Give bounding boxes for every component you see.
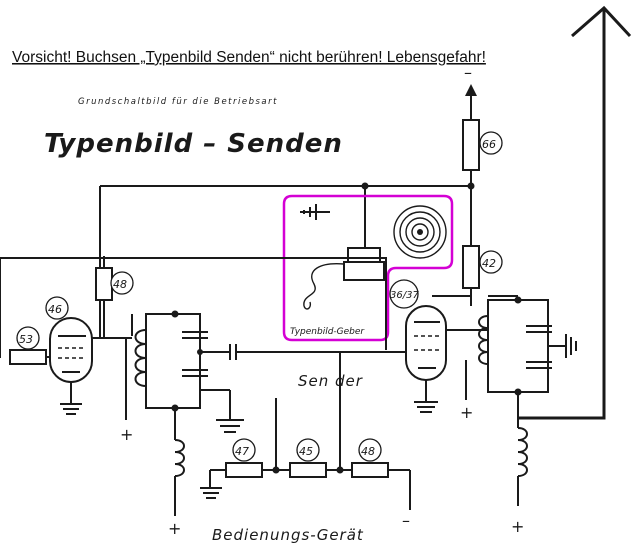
resistor-48-bottom: 48: [351, 438, 389, 478]
svg-text:45: 45: [299, 445, 313, 458]
svg-text:48: 48: [361, 445, 375, 458]
plus-terminal-right-coil: +: [511, 517, 524, 536]
svg-text:66: 66: [482, 138, 496, 151]
left-loop: [0, 257, 387, 358]
minus-terminal-bottom: –: [402, 511, 410, 530]
bedienungs-geraet-label: Bedienungs-Gerät: [212, 526, 364, 544]
resistor-45: 45: [289, 438, 327, 478]
plus-terminal-right-tube: +: [460, 403, 473, 422]
tube-46: 46: [45, 296, 93, 415]
sender-label: Sen der: [298, 372, 363, 390]
left-tank: [92, 310, 408, 516]
plus-terminal-left-tube: +: [120, 425, 133, 444]
top-bus: [99, 84, 477, 338]
resistor-66: 66: [462, 119, 503, 171]
svg-text:46: 46: [48, 303, 62, 316]
typenbild-geber-box: Typenbild-Geber: [282, 194, 454, 342]
warning-text: Vorsicht! Buchsen „Typenbild Senden“ nic…: [12, 49, 486, 66]
diagram-subtitle: Grundschaltbild für die Betriebsart: [78, 97, 278, 107]
svg-text:53: 53: [19, 333, 33, 346]
output-arrow: [518, 5, 632, 420]
right-tank: [478, 295, 577, 506]
resistor-47: 47: [225, 438, 263, 478]
typenbild-geber-label: Typenbild-Geber: [290, 327, 365, 337]
svg-text:42: 42: [482, 257, 496, 270]
svg-text:48: 48: [113, 278, 127, 291]
resistor-48-top: 48: [95, 256, 134, 312]
resistor-42: 42: [432, 245, 503, 306]
minus-terminal-top: –: [464, 63, 472, 82]
svg-text:36/37: 36/37: [390, 290, 419, 301]
tube-36-37: 36/37: [389, 279, 447, 413]
plus-terminal-left-coil: +: [168, 519, 181, 538]
resistor-53: 53: [9, 326, 58, 365]
svg-text:47: 47: [235, 445, 249, 458]
diagram-title: Typenbild – Senden: [44, 129, 343, 159]
